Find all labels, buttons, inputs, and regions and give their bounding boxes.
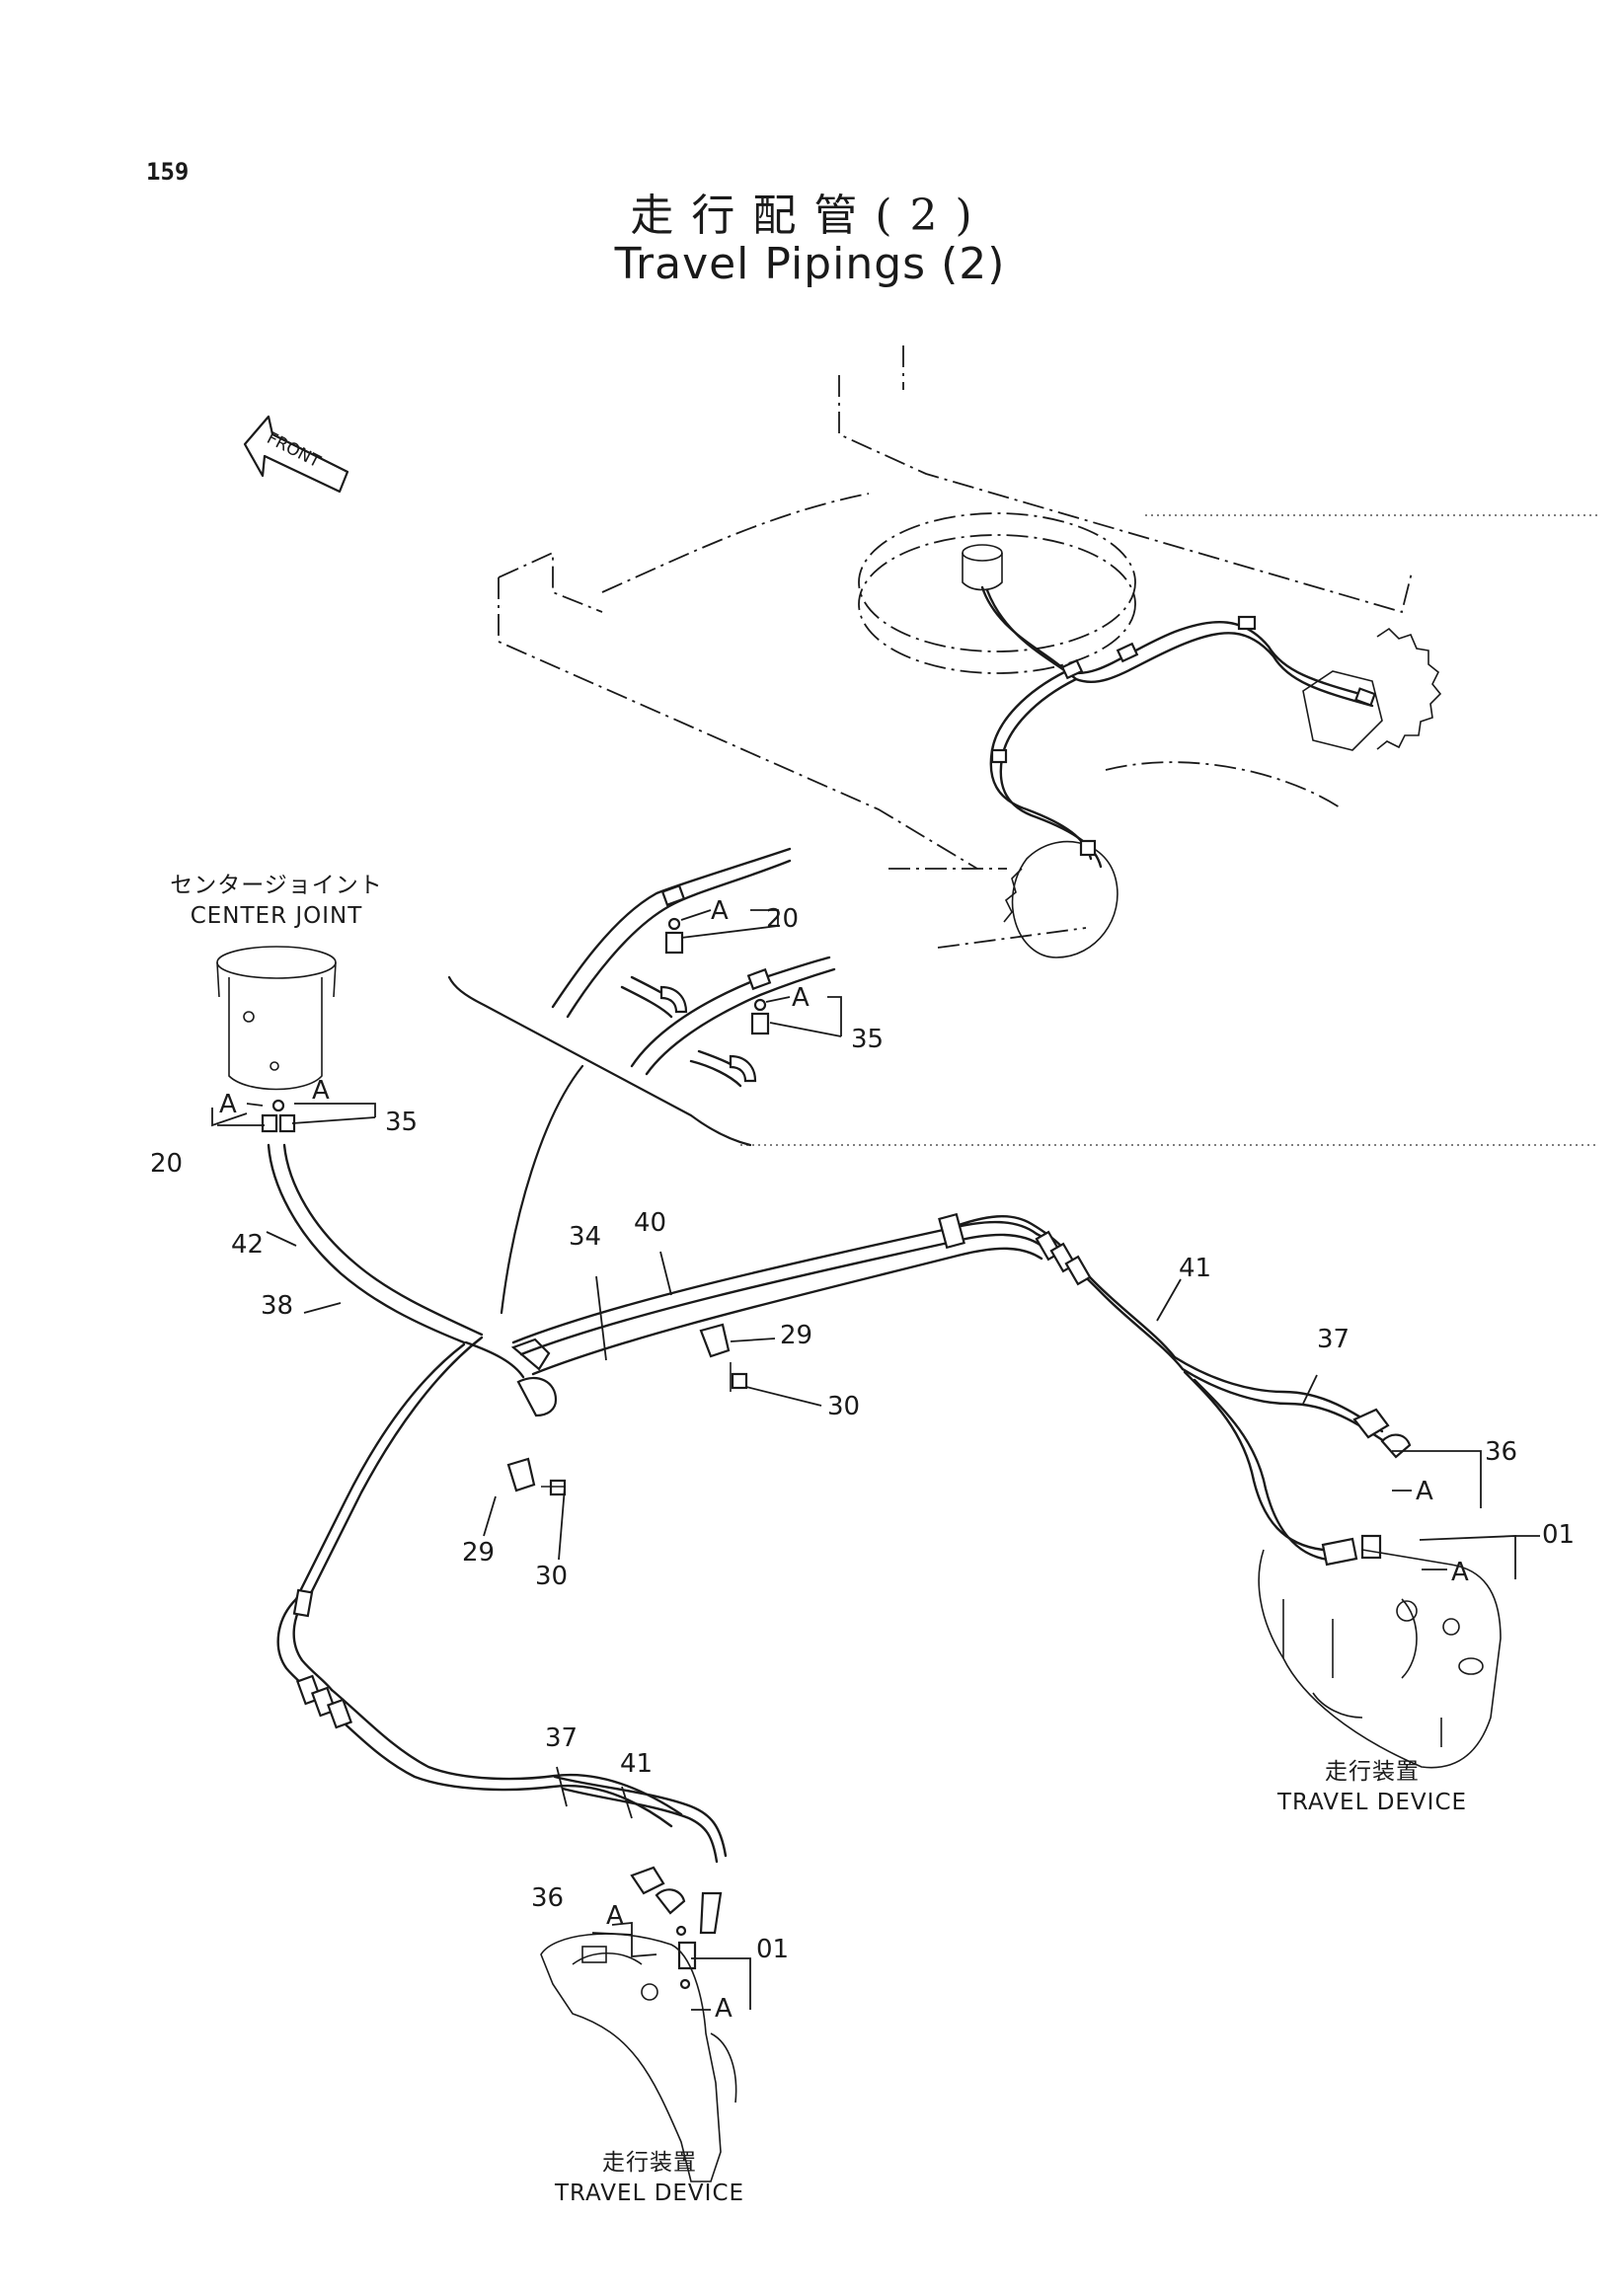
callout-center-joint-20: 20 (150, 1149, 184, 1179)
callout-29-bottom: 29 (462, 1538, 496, 1568)
front-direction-arrow-icon (243, 415, 349, 494)
callout-30-top: 30 (827, 1392, 861, 1421)
callout-29-top: 29 (780, 1321, 813, 1350)
callout-38: 38 (261, 1291, 294, 1321)
right-travel-device-label-english: TRAVEL DEVICE (1276, 1790, 1468, 1816)
right-travel-device-caption: 走行装置 TRAVEL DEVICE (1254, 1757, 1491, 1818)
callout-40: 40 (634, 1208, 667, 1238)
center-joint-label-english: CENTER JOINT (190, 903, 363, 930)
right-travel-device-body (1258, 1549, 1502, 1769)
callout-detail-a2: A (792, 983, 810, 1013)
page-title-english: Travel Pipings (2) (614, 239, 1006, 289)
callout-leaders (266, 1231, 1540, 2011)
callout-detail-20: 20 (766, 904, 800, 934)
callout-37-right: 37 (1317, 1325, 1350, 1354)
page-title-japanese: 走行配管(2) (630, 191, 990, 241)
callout-center-joint-a1: A (219, 1090, 237, 1119)
callout-41-left: 41 (620, 1749, 654, 1779)
callout-detail-35: 35 (851, 1025, 885, 1054)
callout-a-left-1: A (606, 1901, 624, 1931)
callout-01-right: 01 (1542, 1520, 1576, 1550)
upper-view-hoses (980, 585, 1376, 869)
callout-30-bottom: 30 (535, 1562, 569, 1591)
callout-42: 42 (231, 1230, 265, 1260)
left-travel-device-caption: 走行装置 TRAVEL DEVICE (531, 2148, 768, 2209)
callout-36-right: 36 (1485, 1437, 1518, 1467)
callout-a-right-2: A (1451, 1558, 1469, 1587)
callout-01-left: 01 (756, 1935, 790, 1964)
center-joint-body (211, 946, 376, 1133)
right-travel-device-label-japanese: 走行装置 (1325, 1759, 1420, 1785)
pipe-clamps (506, 1323, 748, 1496)
callout-a-right-1: A (1416, 1477, 1433, 1506)
callout-center-joint-35: 35 (385, 1108, 419, 1137)
callout-a-left-2: A (715, 1994, 733, 2024)
callout-41-right: 41 (1179, 1254, 1212, 1283)
callout-37-left: 37 (545, 1723, 579, 1753)
detail-inset (447, 847, 842, 1315)
callout-36-left: 36 (531, 1883, 565, 1913)
left-travel-device-label-english: TRAVEL DEVICE (554, 2181, 745, 2207)
callout-center-joint-a2: A (312, 1076, 330, 1106)
main-pipe-runs (267, 1143, 1412, 1990)
center-joint-label-japanese: センタージョイント (170, 873, 383, 898)
callout-34: 34 (569, 1222, 602, 1252)
callout-detail-a: A (711, 896, 729, 926)
center-joint-caption: センタージョイント CENTER JOINT (168, 871, 385, 932)
track-frame-outline (498, 345, 1442, 958)
left-travel-device-body (540, 1933, 737, 2182)
left-travel-device-label-japanese: 走行装置 (602, 2150, 697, 2176)
page-number: 159 (146, 158, 190, 186)
